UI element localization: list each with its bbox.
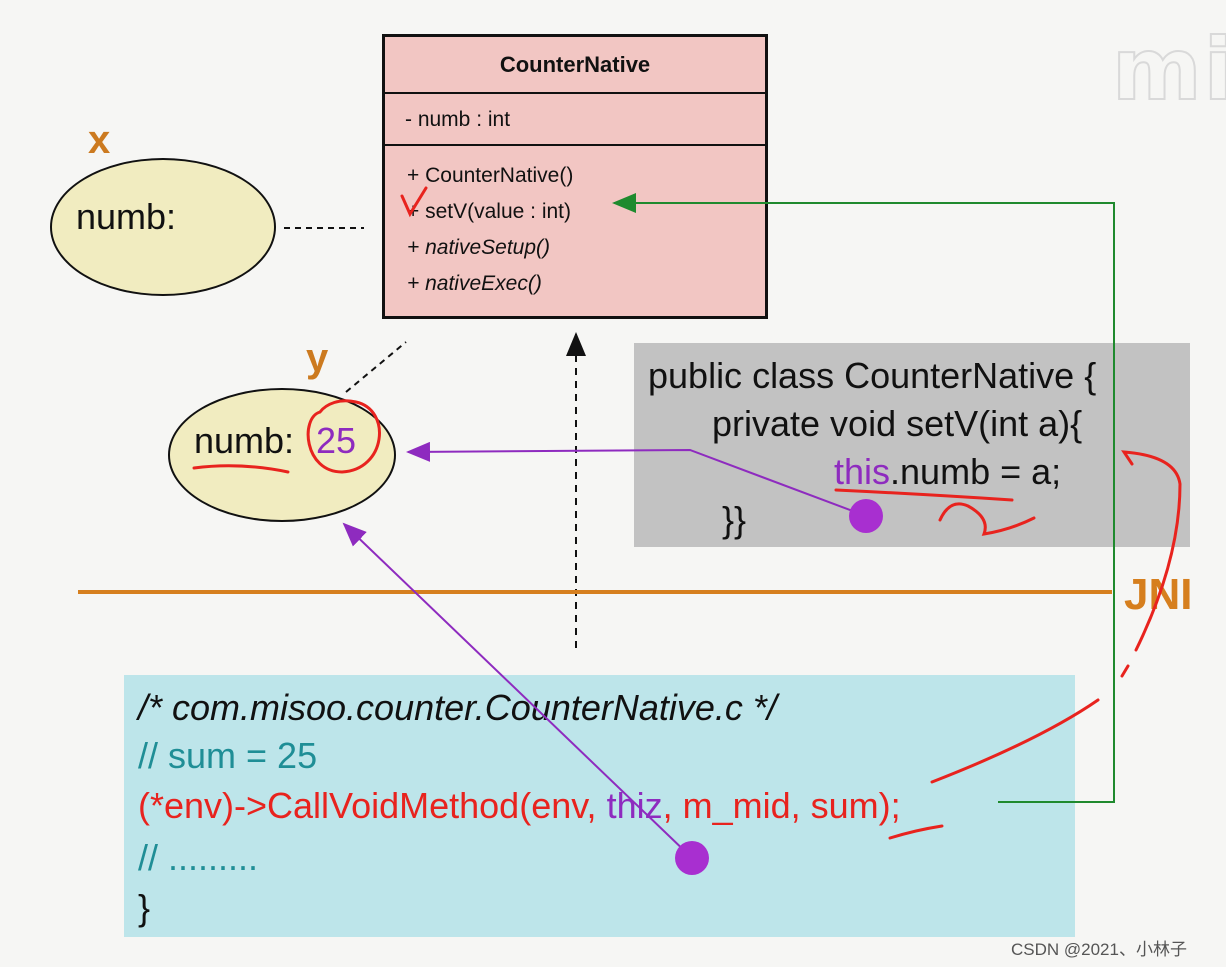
purple-dot-c [675, 841, 709, 875]
uml-class-name: CounterNative [385, 37, 765, 94]
uml-method-constructor: + CounterNative() [407, 164, 574, 187]
java-line-close: }} [722, 499, 747, 540]
java-code-panel: public class CounterNative { private voi… [634, 343, 1190, 547]
java-this-keyword: this [834, 451, 891, 492]
c-call-suffix: , m_mid, sum); [662, 785, 901, 826]
object-y-field: numb: [194, 420, 295, 461]
dashed-link-y [345, 341, 407, 393]
java-assign-rest: .numb = a; [890, 451, 1062, 492]
object-x-ellipse [50, 158, 276, 296]
c-call-prefix: (*env)->CallVoidMethod(env, [138, 785, 607, 826]
object-y-ellipse [168, 388, 396, 522]
java-line-class: public class CounterNative { [648, 355, 1097, 396]
uml-method-setv: + setV(value : int) [407, 200, 571, 223]
java-line-assign: this.numb = a; [834, 451, 1061, 493]
uml-method-native-exec: + nativeExec() [407, 272, 542, 295]
purple-thiz-path [342, 522, 693, 859]
c-comment-dots: // ......... [138, 837, 259, 878]
green-call-path [612, 193, 1115, 803]
java-line-method: private void setV(int a){ [712, 403, 1083, 444]
c-call-line: (*env)->CallVoidMethod(env, thiz, m_mid,… [138, 785, 901, 827]
object-y-value: 25 [316, 420, 357, 461]
watermark: mi [1111, 19, 1226, 121]
purple-dot-java [849, 499, 883, 533]
red-annotations [192, 186, 1182, 840]
object-y-label: y [306, 336, 329, 380]
uml-attribute: - numb : int [385, 94, 765, 146]
purple-assign-path [406, 441, 867, 517]
c-comment-sum: // sum = 25 [138, 735, 318, 776]
c-close-brace: } [138, 887, 151, 928]
uml-methods: + CounterNative() + setV(value : int) + … [385, 146, 765, 302]
object-x-label: x [88, 118, 111, 162]
object-x-field: numb: [76, 196, 177, 237]
c-call-thiz: thiz [606, 785, 663, 826]
uml-class-box: CounterNative - numb : int + CounterNati… [382, 34, 768, 319]
c-comment-file: /* com.misoo.counter.CounterNative.c */ [138, 687, 777, 728]
c-code-panel: /* com.misoo.counter.CounterNative.c */ … [124, 675, 1075, 937]
footer-credit: CSDN @2021、小林子 [1011, 940, 1187, 959]
uml-method-native-setup: + nativeSetup() [407, 236, 551, 259]
